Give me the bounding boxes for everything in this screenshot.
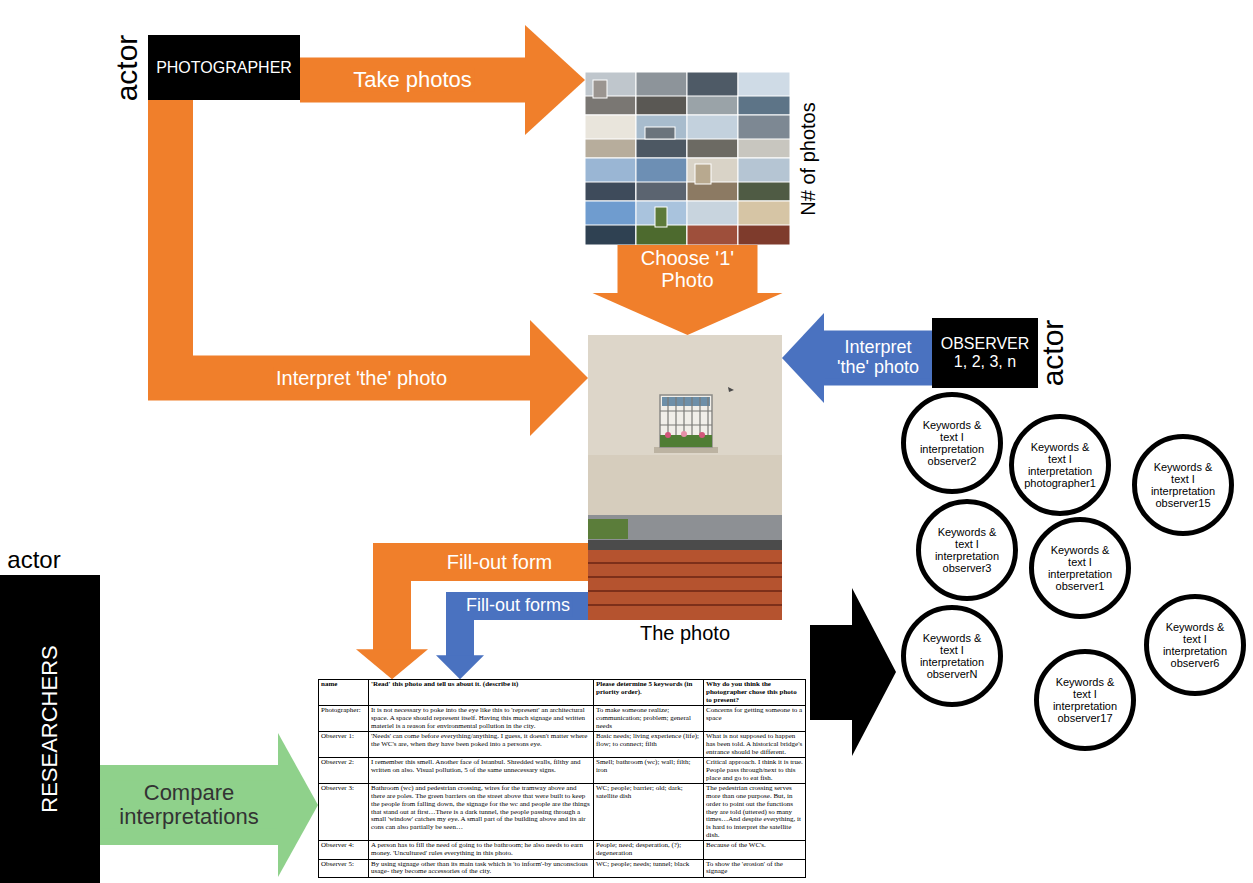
interpretation-circle: Keywords & text I interpretation observe… — [901, 605, 1003, 707]
flow-arrow — [782, 313, 932, 403]
actor-label: actor — [7, 547, 60, 573]
actor-box: actorPHOTOGRAPHER — [148, 35, 300, 100]
table-cell: Basic needs; living experience (life); f… — [594, 732, 704, 758]
arrow-label: Compare interpretations — [101, 781, 277, 829]
column-header: 'Read' this photo and tell us about it. … — [369, 680, 594, 706]
arrow-label: Fill-out form — [444, 551, 556, 573]
table-cell: The pedestrian crossing serves more than… — [704, 784, 806, 841]
interpretation-text: Keywords & text I interpretation observe… — [914, 632, 990, 680]
table-row: Observer 2:I remember this smell. Anothe… — [319, 758, 806, 784]
table-cell: Observer 1: — [319, 732, 369, 758]
interpretation-text: Keywords & text I interpretation observe… — [929, 526, 1005, 574]
photo-collage: N# of photos — [585, 72, 790, 245]
table-row: Observer 4:A person has to fill the need… — [319, 841, 806, 859]
selected-photo-image — [588, 335, 782, 620]
table-cell: Observer 4: — [319, 841, 369, 859]
photo-collage-image — [585, 72, 790, 245]
table-row: Observer 5:By using signage other than i… — [319, 859, 806, 877]
actor-label: actor — [110, 34, 143, 101]
interpretation-text: Keywords & text I interpretation observe… — [1145, 461, 1221, 509]
flow-arrow — [356, 562, 588, 679]
photo-caption: The photo — [640, 622, 730, 644]
table-cell: WC; people; needs; tunnel; black — [594, 859, 704, 877]
table-cell: A person has to fill the need of going t… — [369, 841, 594, 859]
actor-name: PHOTOGRAPHER — [156, 59, 292, 77]
actor-box: OBSERVER 1, 2, 3, nactor — [932, 318, 1038, 388]
interpretation-circle: Keywords & text I interpretation observe… — [901, 392, 1003, 494]
table-cell: Observer 3: — [319, 784, 369, 841]
flow-arrow — [300, 25, 585, 135]
interpretation-form: name'Read' this photo and tell us about … — [318, 679, 805, 878]
interpretation-text: Keywords & text I interpretation observe… — [1157, 621, 1233, 669]
arrow-label: Interpret 'the' photo — [273, 367, 450, 389]
table-cell: I remember this smell. Another face of I… — [369, 758, 594, 784]
flow-arrow — [436, 606, 588, 679]
arrow-label: Fill-out forms — [463, 596, 573, 616]
flow-arrow — [593, 245, 783, 335]
table-cell: Photographer: — [319, 706, 369, 732]
table-row: Photographer:It is not necessary to poke… — [319, 706, 806, 732]
interpretation-circle: Keywords & text I interpretation observe… — [1144, 594, 1246, 696]
actor-box: actorRESEARCHERS — [0, 575, 100, 883]
table-cell: By using signage other than its main tas… — [369, 859, 594, 877]
collage-caption: N# of photos — [797, 102, 819, 215]
table-cell: Critical approach. I think it is true. P… — [704, 758, 806, 784]
table-row: Observer 3:Bathroom (wc) and pedestrian … — [319, 784, 806, 841]
table-cell: It is not necessary to poke into the eye… — [369, 706, 594, 732]
interpretation-text: Keywords & text I interpretation observe… — [1042, 544, 1118, 592]
table-cell: What is not supposed to happen has been … — [704, 732, 806, 758]
interpretation-text: Keywords & text I interpretation observe… — [914, 419, 990, 467]
column-header: Please determine 5 keywords (in priority… — [594, 680, 704, 706]
table-cell: Bathroom (wc) and pedestrian crossing, w… — [369, 784, 594, 841]
actor-name: OBSERVER 1, 2, 3, n — [939, 335, 1031, 370]
form-table: name'Read' this photo and tell us about … — [318, 679, 806, 878]
interpretation-circle: Keywords & text I interpretation observe… — [916, 499, 1018, 601]
actor-label: actor — [1036, 320, 1069, 387]
flow-arrow — [100, 733, 318, 877]
arrow-label: Choose '1' Photo — [620, 247, 756, 291]
column-header: Why do you think the photographer chose … — [704, 680, 806, 706]
arrow-label: Interpret 'the' photo — [825, 338, 931, 378]
table-row: name'Read' this photo and tell us about … — [319, 680, 806, 706]
table-row: Observer 1:'Needs' can come before every… — [319, 732, 806, 758]
interpretation-text: Keywords & text I interpretation photogr… — [1022, 441, 1098, 489]
table-cell: Concerns for getting someone to a space — [704, 706, 806, 732]
table-cell: WC; people; barrier; old; dark; satellit… — [594, 784, 704, 841]
table-cell: Because of the WC's. — [704, 841, 806, 859]
table-cell: Observer 5: — [319, 859, 369, 877]
interpretation-circle: Keywords & text I interpretation observe… — [1132, 434, 1234, 536]
table-cell: People; need; desperation, (?); degenera… — [594, 841, 704, 859]
table-cell: Observer 2: — [319, 758, 369, 784]
interpretation-circle: Keywords & text I interpretation observe… — [1034, 649, 1136, 751]
actor-name: RESEARCHERS — [38, 645, 62, 812]
table-cell: Smell; bathroom (wc); wall; filth; iron — [594, 758, 704, 784]
selected-photo: The photo — [588, 335, 782, 620]
table-cell: 'Needs' can come before everything/anyth… — [369, 732, 594, 758]
interpretation-circle: Keywords & text I interpretation observe… — [1029, 517, 1131, 619]
table-cell: To make someone realize; communication; … — [594, 706, 704, 732]
table-cell: To show the 'erosion' of the signage — [704, 859, 806, 877]
flow-arrow — [171, 100, 589, 436]
column-header: name — [319, 680, 369, 706]
interpretation-text: Keywords & text I interpretation observe… — [1047, 676, 1123, 724]
interpretation-circle: Keywords & text I interpretation photogr… — [1009, 414, 1111, 516]
arrow-label: Take photos — [350, 68, 475, 92]
result-arrow — [810, 588, 896, 756]
